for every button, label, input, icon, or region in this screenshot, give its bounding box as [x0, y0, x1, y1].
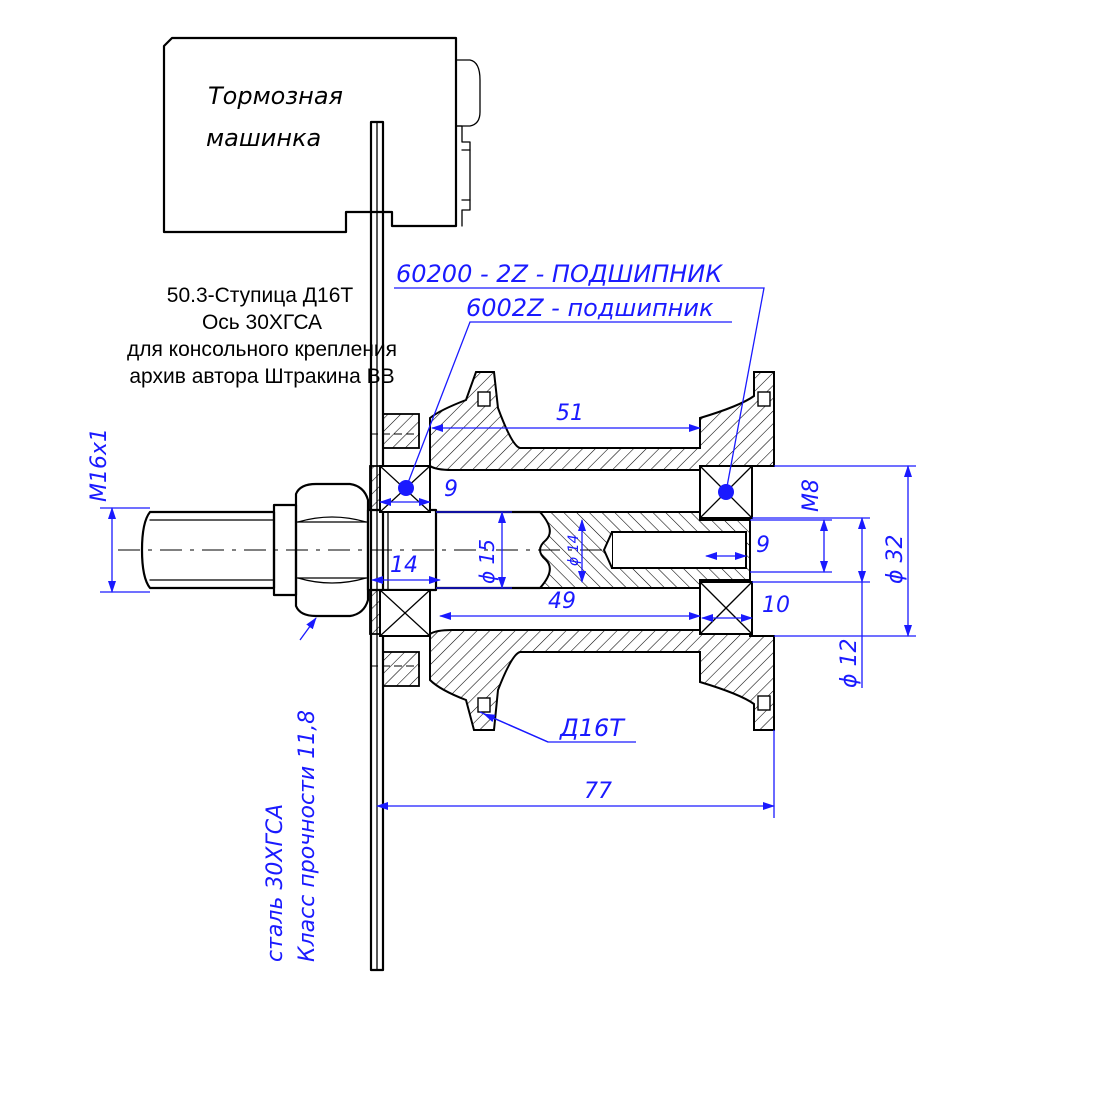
dim-51: 51 — [556, 401, 584, 426]
title-line-2: Ось 30ХГСА — [202, 311, 322, 334]
bearing-a-label: 60200 - 2Z - ПОДШИПНИК — [396, 260, 723, 288]
dim-10: 10 — [762, 593, 790, 618]
dim-9-mid: 9 — [756, 533, 770, 558]
brake-box-label-line1: Тормозная — [208, 82, 343, 110]
title-line-3: для консольного крепления — [127, 338, 397, 361]
dim-77: 77 — [584, 779, 612, 804]
dim-d32: ϕ 32 — [883, 535, 908, 585]
brake-box-label-line2: машинка — [206, 124, 321, 152]
dim-d14-inner: ϕ 14 — [566, 535, 582, 567]
hub-material-label: Д16Т — [559, 714, 626, 742]
dim-d12: ϕ 12 — [837, 639, 862, 689]
title-line-1: 50.3-Ступица Д16Т — [167, 284, 354, 307]
dim-thread: M16x1 — [87, 428, 112, 502]
axle-material-line1: сталь 30ХГСА — [263, 804, 288, 962]
dim-d15: ϕ 15 — [475, 539, 499, 584]
bearing-b-label: 6002Z - подшипник — [466, 294, 714, 322]
mounting-plate — [369, 120, 385, 972]
dim-49: 49 — [548, 589, 576, 614]
brake-machine-box — [162, 36, 481, 234]
bearing-right-bottom — [699, 581, 753, 635]
title-block: 50.3-Ступица Д16Т Ось 30ХГСА для консоль… — [127, 284, 397, 388]
title-line-4: архив автора Штракина ВВ — [129, 365, 394, 388]
axle-material-line2: Класс прочности 11,8 — [295, 710, 320, 962]
bracket-bolt — [369, 413, 420, 687]
dim-9-top: 9 — [444, 477, 458, 502]
bearing-left-bottom — [379, 589, 431, 637]
dim-14: 14 — [390, 553, 418, 578]
dim-m8: M8 — [799, 479, 824, 512]
